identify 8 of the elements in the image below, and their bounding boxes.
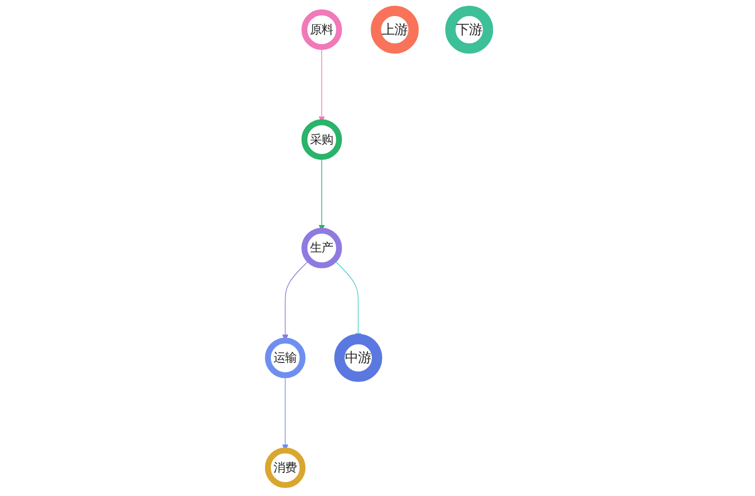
node-circle: 上游 [370, 6, 418, 54]
node-circle: 原料 [301, 9, 342, 50]
node-circle: 消费 [264, 447, 306, 488]
node-circle: 采购 [301, 119, 342, 160]
node-circle: 下游 [444, 6, 493, 54]
node-circle: 生产 [301, 228, 342, 268]
node-circle: 运输 [264, 338, 306, 378]
node-circle: 中游 [334, 334, 382, 382]
